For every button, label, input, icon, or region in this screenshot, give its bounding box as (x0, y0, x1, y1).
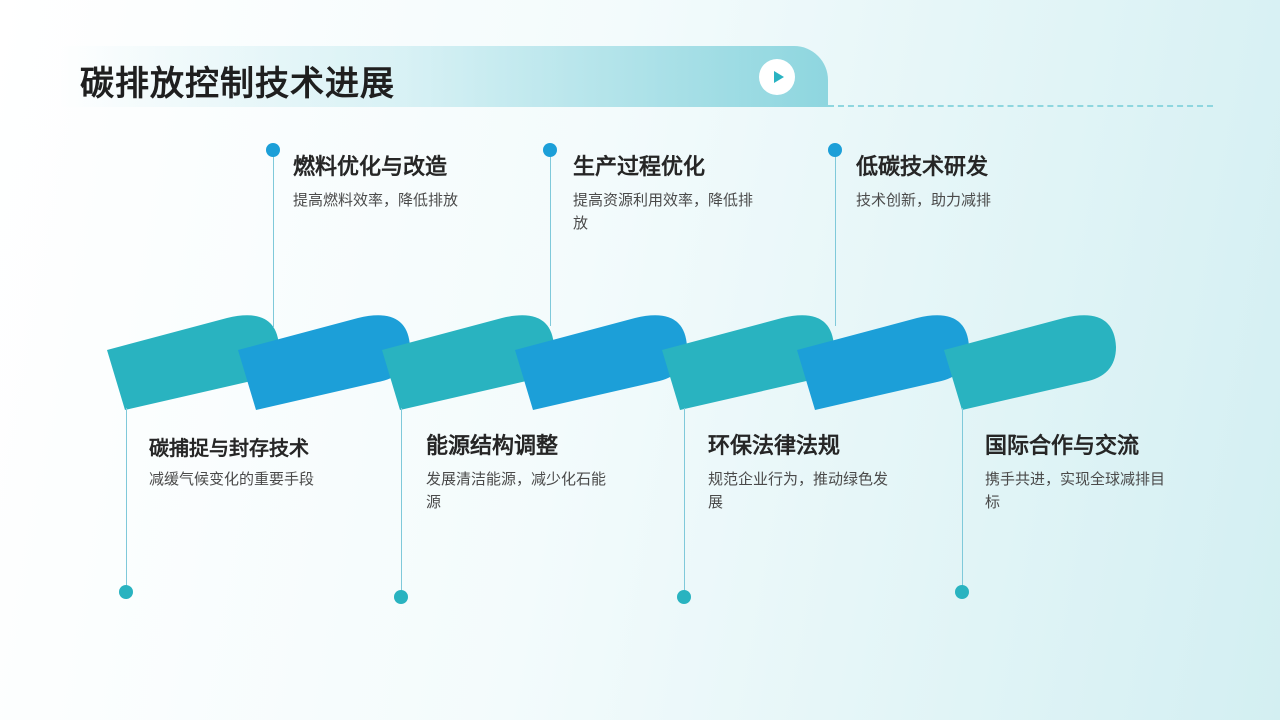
timeline-segment-6 (797, 315, 969, 410)
play-button[interactable] (759, 59, 795, 95)
timeline-segment-5 (662, 315, 834, 410)
play-icon (773, 71, 784, 83)
bottom-item-1-heading: 碳捕捉与封存技术 (149, 436, 309, 460)
bottom-item-2-heading: 能源结构调整 (426, 434, 559, 459)
title-dashed-line (828, 105, 1213, 107)
top-item-2-heading: 生产过程优化 (573, 155, 706, 180)
top-item-3-desc: 技术创新，助力减排 (856, 191, 992, 209)
timeline-dot-top-1 (266, 143, 280, 157)
timeline-dot-top-2 (543, 143, 557, 157)
title-band (60, 46, 828, 107)
timeline-dot-bottom-3 (677, 590, 691, 604)
bottom-item-4-heading: 国际合作与交流 (985, 434, 1140, 459)
connector-line-top-3 (835, 150, 836, 326)
timeline-dot-top-3 (828, 143, 842, 157)
timeline-segment-7 (944, 315, 1116, 410)
timeline-dot-bottom-2 (394, 590, 408, 604)
timeline-segment-2 (238, 315, 410, 410)
bottom-item-2-desc: 发展清洁能源，减少化石能源 (426, 470, 607, 511)
connector-line-bottom-1 (126, 408, 127, 592)
bottom-item-3-desc: 规范企业行为，推动绿色发展 (708, 470, 889, 511)
timeline-segment-3 (382, 315, 554, 410)
bottom-item-4-desc: 携手共进，实现全球减排目标 (985, 470, 1166, 511)
connector-line-top-2 (550, 150, 551, 326)
connector-line-bottom-3 (684, 408, 685, 598)
top-item-1-desc: 提高燃料效率，降低排放 (293, 191, 459, 209)
connector-line-top-1 (273, 150, 274, 328)
bottom-item-3-heading: 环保法律法规 (708, 434, 841, 459)
page-title: 碳排放控制技术进展 (80, 64, 395, 104)
timeline-dot-bottom-4 (955, 585, 969, 599)
timeline-dot-bottom-1 (119, 585, 133, 599)
bottom-item-1-desc: 减缓气候变化的重要手段 (149, 470, 315, 488)
top-item-2-desc: 提高资源利用效率，降低排放 (573, 191, 754, 232)
connector-line-bottom-4 (962, 408, 963, 592)
top-item-3-heading: 低碳技术研发 (856, 155, 989, 180)
timeline-segment-4 (515, 315, 687, 410)
timeline-segment-1 (107, 315, 279, 410)
connector-line-bottom-2 (401, 408, 402, 598)
top-item-1-heading: 燃料优化与改造 (293, 155, 448, 180)
